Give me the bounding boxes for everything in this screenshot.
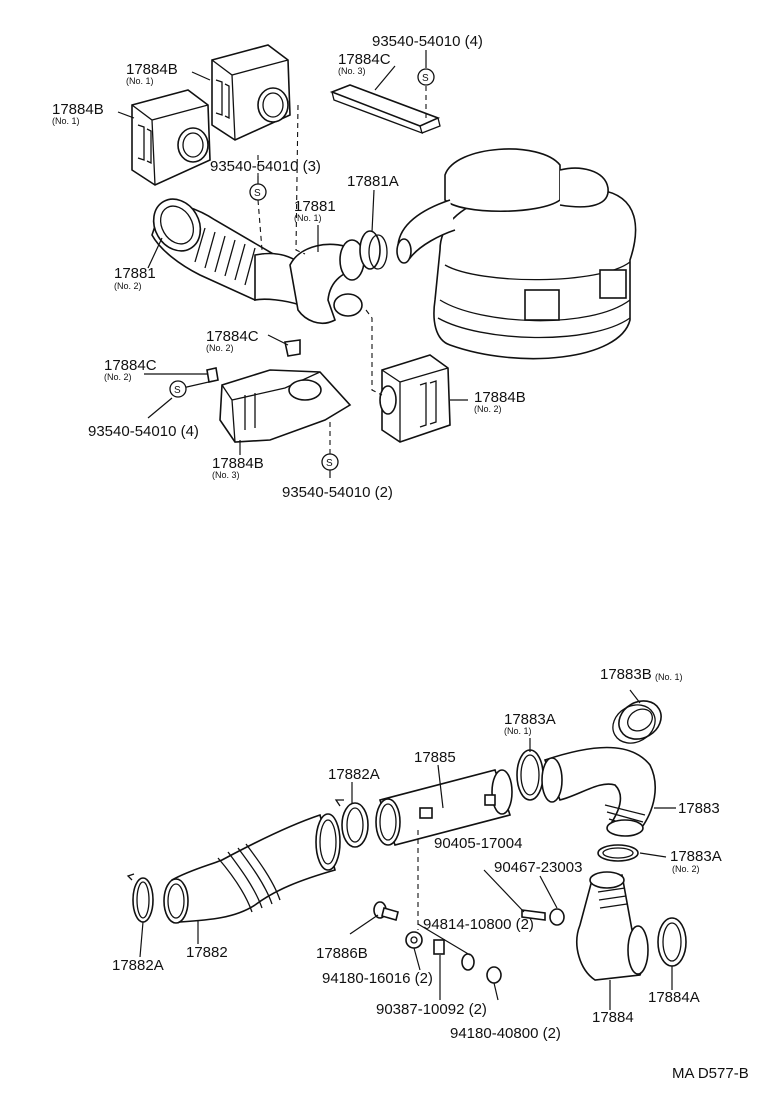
intake-elbow-no1 <box>289 230 388 325</box>
standard-part-symbol-2: S <box>249 183 267 201</box>
diagram-code: MA D577-B <box>672 1065 749 1082</box>
label-93540-3: 93540-54010 (3) <box>210 158 321 175</box>
label-17884C-no2-a-note: (No. 2) <box>206 343 234 353</box>
standard-part-symbol-4: S <box>321 453 339 471</box>
clamp-17882A-top <box>334 799 369 848</box>
label-17883A-no1-note: (No. 1) <box>504 726 532 736</box>
label-17882A-bottom: 17882A <box>112 957 164 974</box>
label-17883A-no1: 17883A <box>504 711 556 728</box>
grommet-94180-16016 <box>405 931 423 949</box>
label-17884: 17884 <box>592 1009 634 1026</box>
label-17883A-no2-note: (No. 2) <box>672 864 700 874</box>
intake-tube-17885 <box>375 769 513 846</box>
collar-90387-10092 <box>433 939 445 955</box>
label-17884B-no3: 17884B <box>212 455 264 472</box>
clamp-17884A <box>657 917 687 967</box>
standard-part-symbol-1: S <box>417 68 435 86</box>
part-labels: 17884B (No. 1) 17884B (No. 1) 93540-5401… <box>52 33 749 1082</box>
label-17884B-no2-note: (No. 2) <box>474 404 502 414</box>
clamp-17883A-no1 <box>516 749 544 801</box>
label-17884C-no3: 17884C <box>338 51 391 68</box>
resonator-17884B-no1-left <box>131 89 211 186</box>
label-17882A-top: 17882A <box>328 766 380 783</box>
resonator-17884B-no2 <box>379 354 451 443</box>
clamp-17883A-no2 <box>597 844 639 862</box>
label-94180-40800: 94180-40800 (2) <box>450 1025 561 1042</box>
grommet-94814 <box>461 953 475 971</box>
label-17884C-no2-a: 17884C <box>206 328 259 345</box>
resonator-17884B-no1-top <box>211 44 291 141</box>
svg-text:S: S <box>422 73 429 84</box>
label-17883A-no2: 17883A <box>670 848 722 865</box>
clip-90467 <box>549 908 565 926</box>
intake-elbow-17884 <box>576 871 649 981</box>
label-17884A: 17884A <box>648 989 700 1006</box>
label-17884B-no1-top-note: (No. 1) <box>126 76 154 86</box>
label-90467: 90467-23003 <box>494 859 582 876</box>
label-17881A: 17881A <box>347 173 399 190</box>
resonator-17884B-no3 <box>219 369 352 443</box>
label-17881-no1: 17881 <box>294 198 336 215</box>
label-17884B-no2: 17884B <box>474 389 526 406</box>
label-17884B-no1-top: 17884B <box>126 61 178 78</box>
label-94814: 94814-10800 (2) <box>423 916 534 933</box>
label-17883B-no1-note: (No. 1) <box>655 672 683 682</box>
bracket-17884C-no3 <box>329 84 441 135</box>
label-17886B: 17886B <box>316 945 368 962</box>
label-17885: 17885 <box>414 749 456 766</box>
label-17884C-no3-note: (No. 3) <box>338 66 366 76</box>
intake-hose-no2 <box>151 198 311 307</box>
pin-90405 <box>521 909 546 921</box>
label-90387: 90387-10092 (2) <box>376 1001 487 1018</box>
label-17881-no1-note: (No. 1) <box>294 213 322 223</box>
label-93540-4-top: 93540-54010 (4) <box>372 33 483 50</box>
label-17884B-no1-left: 17884B <box>52 101 104 118</box>
svg-text:S: S <box>326 458 333 469</box>
label-17884C-no2-b-note: (No. 2) <box>104 372 132 382</box>
air-cleaner-housing <box>396 148 637 360</box>
label-17883: 17883 <box>678 800 720 817</box>
intake-elbow-17883 <box>541 746 656 837</box>
bracket-17884C-no2-b <box>206 367 219 383</box>
label-90405: 90405-17004 <box>434 835 522 852</box>
svg-text:S: S <box>254 188 261 199</box>
nut-94180-40800 <box>486 966 502 984</box>
intake-hose-17882 <box>163 813 341 924</box>
label-17883B-no1: 17883B <box>600 666 652 683</box>
clamp-17882A-left <box>126 873 154 923</box>
bolt-17886B <box>373 901 399 921</box>
ring-17883B-no1 <box>612 700 662 744</box>
standard-part-symbol-3: S <box>169 380 187 398</box>
leader-lines-bottom <box>139 689 676 1010</box>
label-17881-no2: 17881 <box>114 265 156 282</box>
label-17884C-no2-b: 17884C <box>104 357 157 374</box>
label-93540-4-left: 93540-54010 (4) <box>88 423 199 440</box>
label-17884B-no1-left-note: (No. 1) <box>52 116 80 126</box>
label-94180-16016: 94180-16016 (2) <box>322 970 433 987</box>
label-17882: 17882 <box>186 944 228 961</box>
svg-text:S: S <box>174 385 181 396</box>
label-93540-2: 93540-54010 (2) <box>282 484 393 501</box>
bracket-17884C-no2-a <box>284 339 301 357</box>
leader-lines-top <box>117 50 468 478</box>
label-17881-no2-note: (No. 2) <box>114 281 142 291</box>
label-17884B-no3-note: (No. 3) <box>212 470 240 480</box>
